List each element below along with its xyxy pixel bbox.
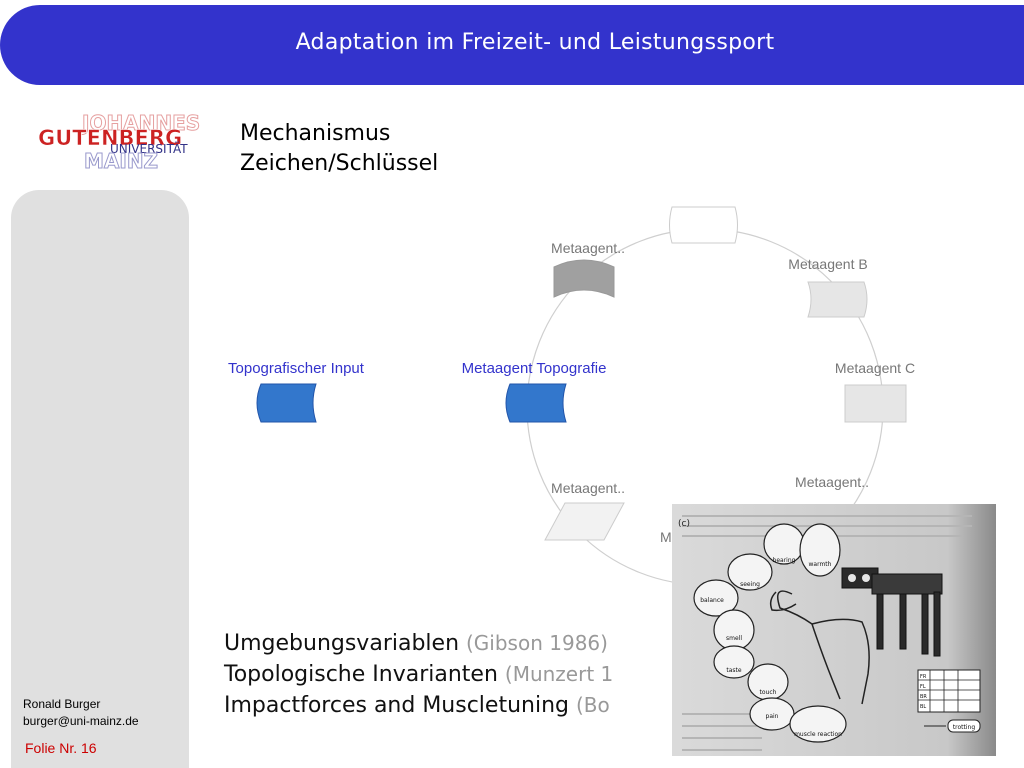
svg-text:trotting: trotting: [953, 724, 976, 731]
svg-text:UNIVERSITÄT: UNIVERSITÄT: [110, 141, 188, 156]
subtitle-line-1: Mechanismus: [240, 121, 391, 146]
bubble-balance: [693, 579, 739, 617]
robot-dog-illustration: (c) seeing hearing warmth balance smell …: [672, 504, 996, 756]
svg-text:GUTENBERG: GUTENBERG: [38, 126, 182, 150]
dog-head: [769, 591, 797, 612]
node-metaagent-top-label: Metaagent..: [551, 240, 625, 256]
robot-leg: [921, 593, 929, 655]
svg-text:BL: BL: [920, 704, 926, 710]
author-name: Ronald Burger: [23, 697, 101, 711]
bubble-seeing: [727, 553, 773, 591]
svg-text:hearing: hearing: [773, 557, 796, 564]
bullet-item: Topologische Invarianten (Munzert 1: [224, 662, 614, 687]
svg-text:FR: FR: [920, 674, 927, 680]
svg-text:taste: taste: [726, 667, 742, 674]
node-metaagent-lower-left-shape: [544, 502, 625, 541]
svg-text:seeing: seeing: [740, 581, 760, 588]
slide-subtitle: Mechanismus Zeichen/Schlüssel: [240, 119, 438, 179]
slide-title: Adaptation im Freizeit- und Leistungsspo…: [295, 30, 775, 55]
svg-text:BR: BR: [920, 694, 927, 700]
bubble-taste: [713, 645, 755, 679]
subtitle-line-2: Zeichen/Schlüssel: [240, 151, 439, 176]
bubble-smell: [713, 609, 755, 651]
bullet-list: Umgebungsvariablen (Gibson 1986) Topolog…: [224, 628, 613, 721]
topografischer-input-shape: [256, 383, 317, 423]
university-logo: JOHANNES GUTENBERG UNIVERSITÄT MAINZ: [38, 111, 201, 173]
svg-text:FL: FL: [920, 684, 926, 690]
svg-text:(c): (c): [678, 519, 690, 529]
author-email: burger@uni-mainz.de: [23, 714, 139, 728]
header-bar: [0, 5, 1024, 85]
bullet-item: Impactforces and Muscletuning (Bo: [224, 693, 610, 718]
svg-text:balance: balance: [700, 597, 724, 604]
topografischer-input-label: Topografischer Input: [228, 360, 365, 377]
node-metaagent-top-shape: [553, 259, 615, 298]
node-metaagent-b-shape: [807, 281, 868, 318]
robot-leg: [933, 591, 941, 657]
illustration-drawing: (c) seeing hearing warmth balance smell …: [672, 504, 996, 756]
metaagent-diagram: Metaagent.. Metaagent B Metaagent C Meta…: [228, 206, 915, 586]
node-metaagent-lower-left-label: Metaagent..: [551, 480, 625, 496]
robot-leg: [899, 593, 907, 650]
node-metaagent-c-shape: [844, 384, 907, 423]
node-top-shape: [669, 206, 738, 244]
robot-body: [871, 573, 943, 595]
svg-text:MAINZ: MAINZ: [84, 149, 158, 172]
svg-text:JOHANNES: JOHANNES: [80, 111, 200, 135]
sidebar-panel: [11, 190, 189, 768]
slide-number: Folie Nr. 16: [25, 740, 97, 756]
node-metaagent-c-label: Metaagent C: [835, 360, 915, 376]
bubble-warmth: [799, 523, 841, 577]
metaagent-topografie-label: Metaagent Topografie: [462, 360, 607, 377]
node-metaagent-lower-right-label: Metaagent..: [795, 474, 869, 490]
svg-text:touch: touch: [760, 689, 777, 696]
svg-text:smell: smell: [726, 635, 742, 642]
svg-text:muscle reaction: muscle reaction: [794, 731, 842, 738]
bubble-muscle: [789, 705, 847, 743]
node-bottom-partial-label: M: [660, 529, 672, 545]
robot-leg: [876, 593, 884, 650]
metaagent-topografie-shape: [505, 383, 567, 423]
dog-body: [777, 590, 870, 705]
svg-text:warmth: warmth: [809, 561, 832, 568]
bullet-item: Umgebungsvariablen (Gibson 1986): [224, 631, 608, 656]
svg-text:pain: pain: [766, 713, 779, 720]
trotting-grid: FR FL BR BL trotting: [917, 669, 981, 733]
node-metaagent-b-label: Metaagent B: [788, 256, 867, 272]
